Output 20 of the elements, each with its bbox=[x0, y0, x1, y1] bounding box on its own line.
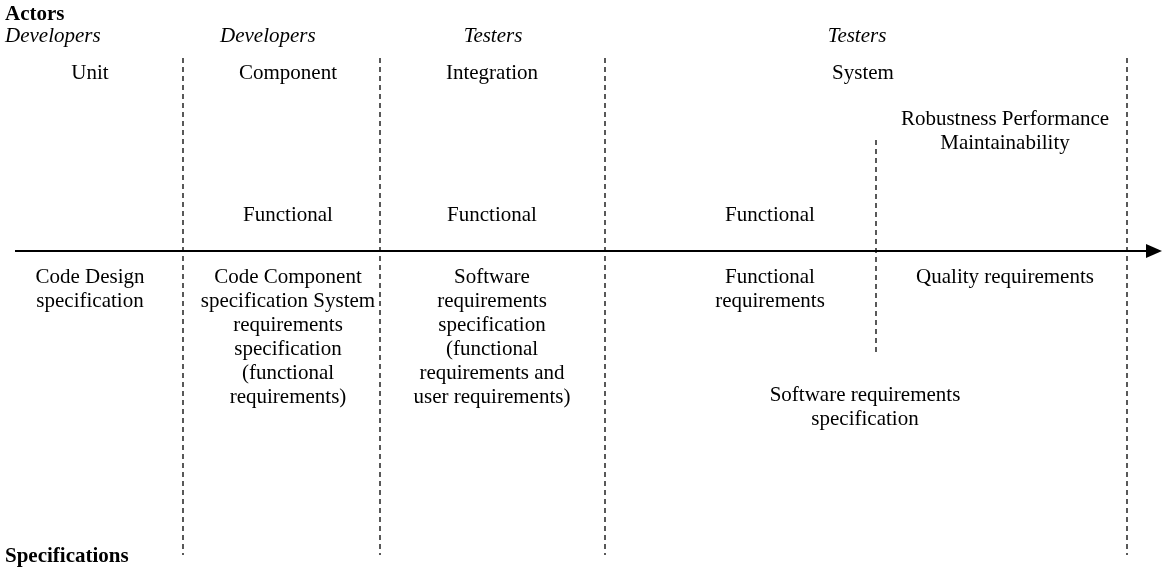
specification-text: Software requirements specification bbox=[768, 382, 962, 430]
specification-text: Quality requirements bbox=[915, 264, 1095, 288]
test-type-label: Functional bbox=[242, 202, 334, 226]
specification-text: Code Design specification bbox=[34, 264, 146, 312]
test-level-label: Integration bbox=[444, 60, 540, 84]
actor-label: Developers bbox=[220, 23, 317, 47]
specification-text: Software requirements specification (functional requirements and user requirements) bbox=[412, 264, 572, 408]
test-type-label: Functional bbox=[724, 202, 816, 226]
test-level-label: Unit bbox=[70, 60, 110, 84]
actor-label: Developers bbox=[5, 23, 102, 47]
test-level-label: Component bbox=[238, 60, 338, 84]
specification-text: Functional requirements bbox=[714, 264, 826, 312]
heading: Actors bbox=[5, 1, 66, 25]
actor-label: Testers bbox=[462, 23, 524, 47]
quality-attribute-list: Robustness Performance Maintainability bbox=[900, 106, 1110, 154]
heading: Specifications bbox=[5, 543, 130, 567]
actor-label: Testers bbox=[826, 23, 888, 47]
specification-text: Code Component specification System requirements specification (functional requirements) bbox=[199, 264, 377, 408]
test-type-label: Functional bbox=[446, 202, 538, 226]
test-level-label: System bbox=[831, 60, 895, 84]
